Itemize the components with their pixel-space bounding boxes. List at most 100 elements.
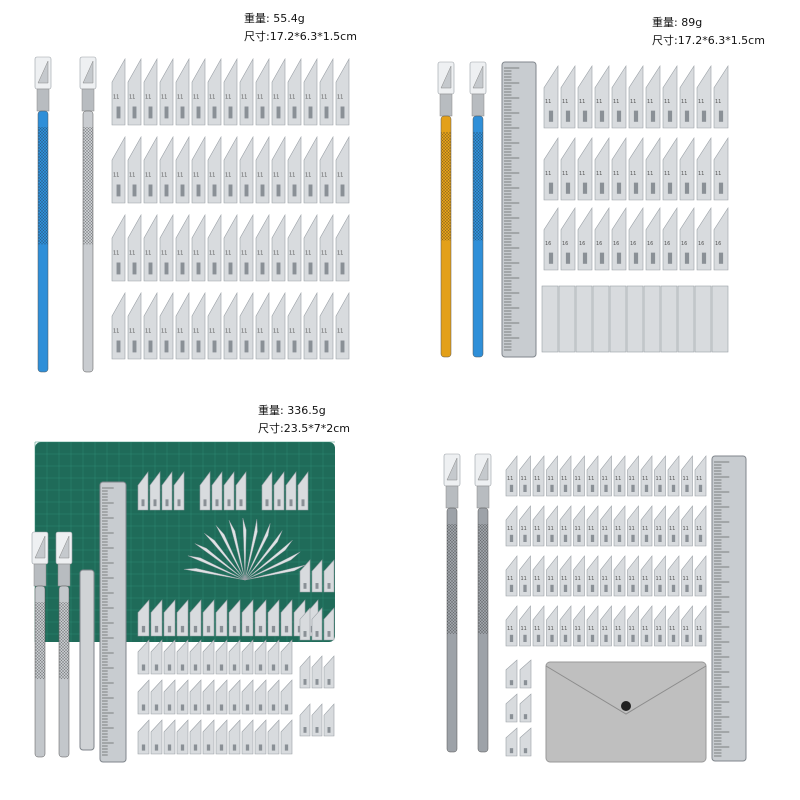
blade-icon: 11: [505, 505, 518, 547]
svg-text:16: 16: [596, 241, 602, 247]
svg-text:11: 11: [715, 99, 721, 105]
svg-text:11: 11: [602, 576, 608, 582]
blade-icon: [202, 679, 215, 715]
blade-icon: [241, 599, 254, 637]
blade-icon: [694, 285, 712, 353]
blade-icon: 11: [519, 505, 531, 547]
blade-icon: 11: [287, 135, 302, 204]
svg-text:11: 11: [209, 251, 215, 257]
blade-icon: [202, 639, 215, 675]
blade-icon: 11: [159, 57, 174, 126]
blade-icon: 11: [287, 291, 302, 360]
svg-text:11: 11: [647, 99, 653, 105]
svg-text:11: 11: [579, 171, 585, 177]
svg-text:11: 11: [161, 329, 167, 335]
blade-icon: 11: [696, 64, 712, 129]
blade-icon: 11: [627, 455, 639, 497]
blade-icon: [609, 285, 627, 353]
svg-text:11: 11: [534, 576, 540, 582]
panel3-size: 尺寸:23.5*7*2cm: [258, 422, 350, 435]
blade-icon: 11: [143, 135, 158, 204]
blade-icon: 11: [559, 605, 572, 647]
blade-icon: 11: [694, 455, 707, 497]
blade-icon: 11: [560, 136, 576, 201]
blade-icon: 11: [667, 555, 680, 597]
blade-icon: 11: [335, 291, 350, 360]
blade-icon: [254, 719, 267, 755]
blade-icon: 11: [628, 136, 644, 201]
svg-text:11: 11: [521, 526, 527, 532]
blade-icon: 11: [600, 605, 612, 647]
blade-icon: [150, 599, 163, 637]
svg-text:16: 16: [579, 241, 585, 247]
blade-icon: [150, 639, 163, 675]
svg-text:11: 11: [209, 329, 215, 335]
svg-text:11: 11: [305, 329, 311, 335]
blade-icon: [541, 285, 559, 353]
blade-icon: 11: [239, 57, 254, 126]
blade-icon: 11: [271, 135, 286, 204]
svg-text:11: 11: [696, 526, 702, 532]
blade-icon: 11: [654, 505, 666, 547]
blade-icon: 11: [255, 213, 270, 282]
blade-icon: 11: [239, 213, 254, 282]
svg-text:11: 11: [129, 329, 135, 335]
blade-icon: [187, 555, 246, 581]
panel3-product-photo: [30, 440, 350, 765]
blade-icon: 11: [143, 213, 158, 282]
svg-text:11: 11: [129, 251, 135, 257]
blade-icon: [280, 599, 293, 637]
svg-text:11: 11: [656, 526, 662, 532]
svg-text:11: 11: [588, 626, 594, 632]
blade-icon: [254, 679, 267, 715]
blade-icon: [299, 607, 311, 641]
svg-text:11: 11: [669, 526, 675, 532]
svg-text:11: 11: [642, 626, 648, 632]
blade-icon: 11: [654, 555, 666, 597]
blade-icon: [592, 285, 610, 353]
svg-text:11: 11: [225, 329, 231, 335]
blade-icon: [643, 285, 661, 353]
blade-icon: 11: [287, 57, 302, 126]
blade-icon: 16: [645, 206, 661, 271]
svg-text:11: 11: [629, 576, 635, 582]
blade-icon: 11: [223, 213, 238, 282]
blade-icon: 11: [594, 64, 610, 129]
blade-icon: 11: [654, 605, 666, 647]
svg-text:11: 11: [602, 526, 608, 532]
svg-text:11: 11: [602, 626, 608, 632]
blade-icon: [297, 471, 309, 511]
blade-icon: [189, 719, 202, 755]
blade-icon: 11: [662, 136, 678, 201]
panel1-size: 尺寸:17.2*6.3*1.5cm: [244, 30, 357, 43]
blade-icon: 16: [560, 206, 576, 271]
blade-icon: [137, 599, 150, 637]
blade-icon: 11: [694, 605, 707, 647]
blade-icon: [323, 655, 335, 689]
svg-text:11: 11: [257, 251, 263, 257]
svg-text:11: 11: [534, 626, 540, 632]
blade-icon: [137, 719, 150, 755]
svg-text:11: 11: [669, 576, 675, 582]
blade-icon: [311, 607, 323, 641]
blade-icon: 11: [694, 555, 707, 597]
blade-icon: 11: [111, 291, 126, 360]
blade-icon: 16: [713, 206, 729, 271]
svg-text:11: 11: [305, 173, 311, 179]
blade-icon: 11: [679, 136, 695, 201]
blade-icon: 11: [696, 136, 712, 201]
blade-icon: 11: [640, 505, 653, 547]
svg-text:11: 11: [642, 476, 648, 482]
blade-icon: 11: [111, 213, 126, 282]
blade-icon: 16: [577, 206, 593, 271]
svg-text:11: 11: [630, 171, 636, 177]
blade-icon: [299, 703, 311, 737]
svg-text:11: 11: [548, 526, 554, 532]
svg-text:16: 16: [681, 241, 687, 247]
blade-icon: 11: [191, 135, 206, 204]
blade-icon: 11: [175, 135, 190, 204]
svg-text:11: 11: [575, 526, 581, 532]
blade-icon: 11: [681, 505, 693, 547]
